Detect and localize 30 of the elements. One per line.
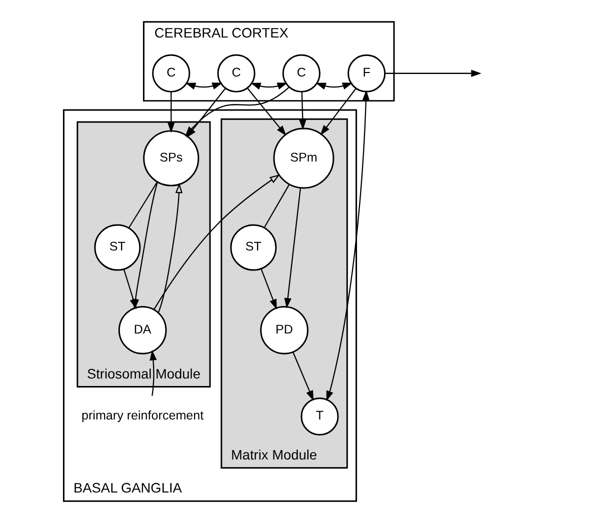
arrow: [168, 92, 175, 133]
arrow: [292, 352, 314, 401]
arrow: [123, 269, 137, 310]
arrow: [284, 188, 301, 308]
arrow: [250, 82, 288, 90]
node-circle: C: [282, 54, 320, 92]
arrow: [316, 82, 353, 90]
arrow: [153, 174, 280, 310]
connector: [264, 184, 290, 228]
node-circle: ST: [94, 224, 141, 271]
node-circle: C: [217, 54, 256, 92]
arrow: [260, 268, 277, 310]
arrow: [185, 82, 222, 90]
node-circle: T: [300, 397, 339, 436]
node-circle: PD: [260, 306, 308, 354]
arrow: [150, 350, 157, 396]
node-circle: SPm: [273, 128, 334, 189]
arrow: [246, 88, 286, 136]
node-text: primary reinforcement: [81, 408, 204, 423]
node-circle: SPs: [143, 130, 200, 186]
arrow: [320, 88, 356, 136]
node-circle: C: [152, 54, 190, 92]
node-circle: ST: [230, 224, 277, 271]
node-circle: DA: [118, 306, 167, 354]
arrow: [326, 90, 370, 402]
arrow: [158, 182, 183, 313]
arrow: [299, 92, 306, 130]
node-circle: F: [348, 54, 386, 92]
arrow: [385, 70, 482, 77]
connector: [128, 182, 158, 228]
